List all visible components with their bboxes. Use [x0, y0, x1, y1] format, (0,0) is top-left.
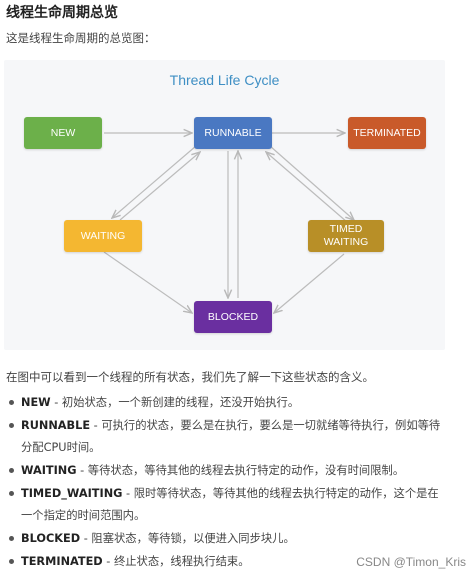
state-waiting: WAITING [64, 220, 142, 252]
intro-text: 这是线程生命周期的总览图： [6, 31, 156, 45]
bullet-icon [9, 559, 14, 564]
state-timed-waiting: TIMED WAITING [308, 220, 384, 252]
diagram-arrows [103, 60, 445, 350]
lifecycle-diagram: Thread Life Cycle NEW RUNNABLE TERMINATE… [4, 60, 445, 350]
state-blocked: BLOCKED [194, 301, 272, 333]
list-item: RUNNABLE - 可执行的状态，要么是在执行，要么是一切就绪等待执行，例如等… [6, 415, 446, 459]
arrow-waiting-blocked [103, 251, 192, 313]
state-runnable: RUNNABLE [194, 117, 272, 149]
diagram-title: Thread Life Cycle [169, 72, 280, 88]
bullet-icon [9, 400, 14, 405]
arrow-runnable-timed [269, 145, 354, 220]
arrow-timed-runnable [266, 152, 348, 223]
state-terminated: TERMINATED [348, 117, 426, 149]
state-list: NEW - 初始状态，一个新创建的线程，还没开始执行。 RUNNABLE - 可… [6, 392, 446, 574]
list-item: NEW - 初始状态，一个新创建的线程，还没开始执行。 [6, 392, 446, 414]
bullet-icon [9, 491, 14, 496]
list-item: TIMED_WAITING - 限时等待状态，等待其他的线程去执行特定的动作，这… [6, 483, 446, 527]
arrow-timed-blocked [274, 253, 345, 313]
list-item: WAITING - 等待状态，等待其他的线程去执行特定的动作，没有时间限制。 [6, 460, 446, 482]
bullet-icon [9, 536, 14, 541]
arrow-waiting-runnable [119, 152, 200, 221]
state-new: NEW [24, 117, 102, 149]
list-item: TERMINATED - 终止状态，线程执行结束。 [6, 551, 446, 573]
bullet-icon [9, 468, 14, 473]
page-heading: 线程生命周期总览 [6, 5, 118, 21]
list-item: BLOCKED - 阻塞状态，等待锁，以便进入同步块儿。 [6, 528, 446, 550]
bullet-icon [9, 423, 14, 428]
summary-text: 在图中可以看到一个线程的所有状态，我们先了解一下这些状态的含义。 [6, 370, 374, 384]
watermark: CSDN @Timon_Kris [356, 555, 466, 569]
arrow-runnable-waiting [112, 145, 197, 218]
